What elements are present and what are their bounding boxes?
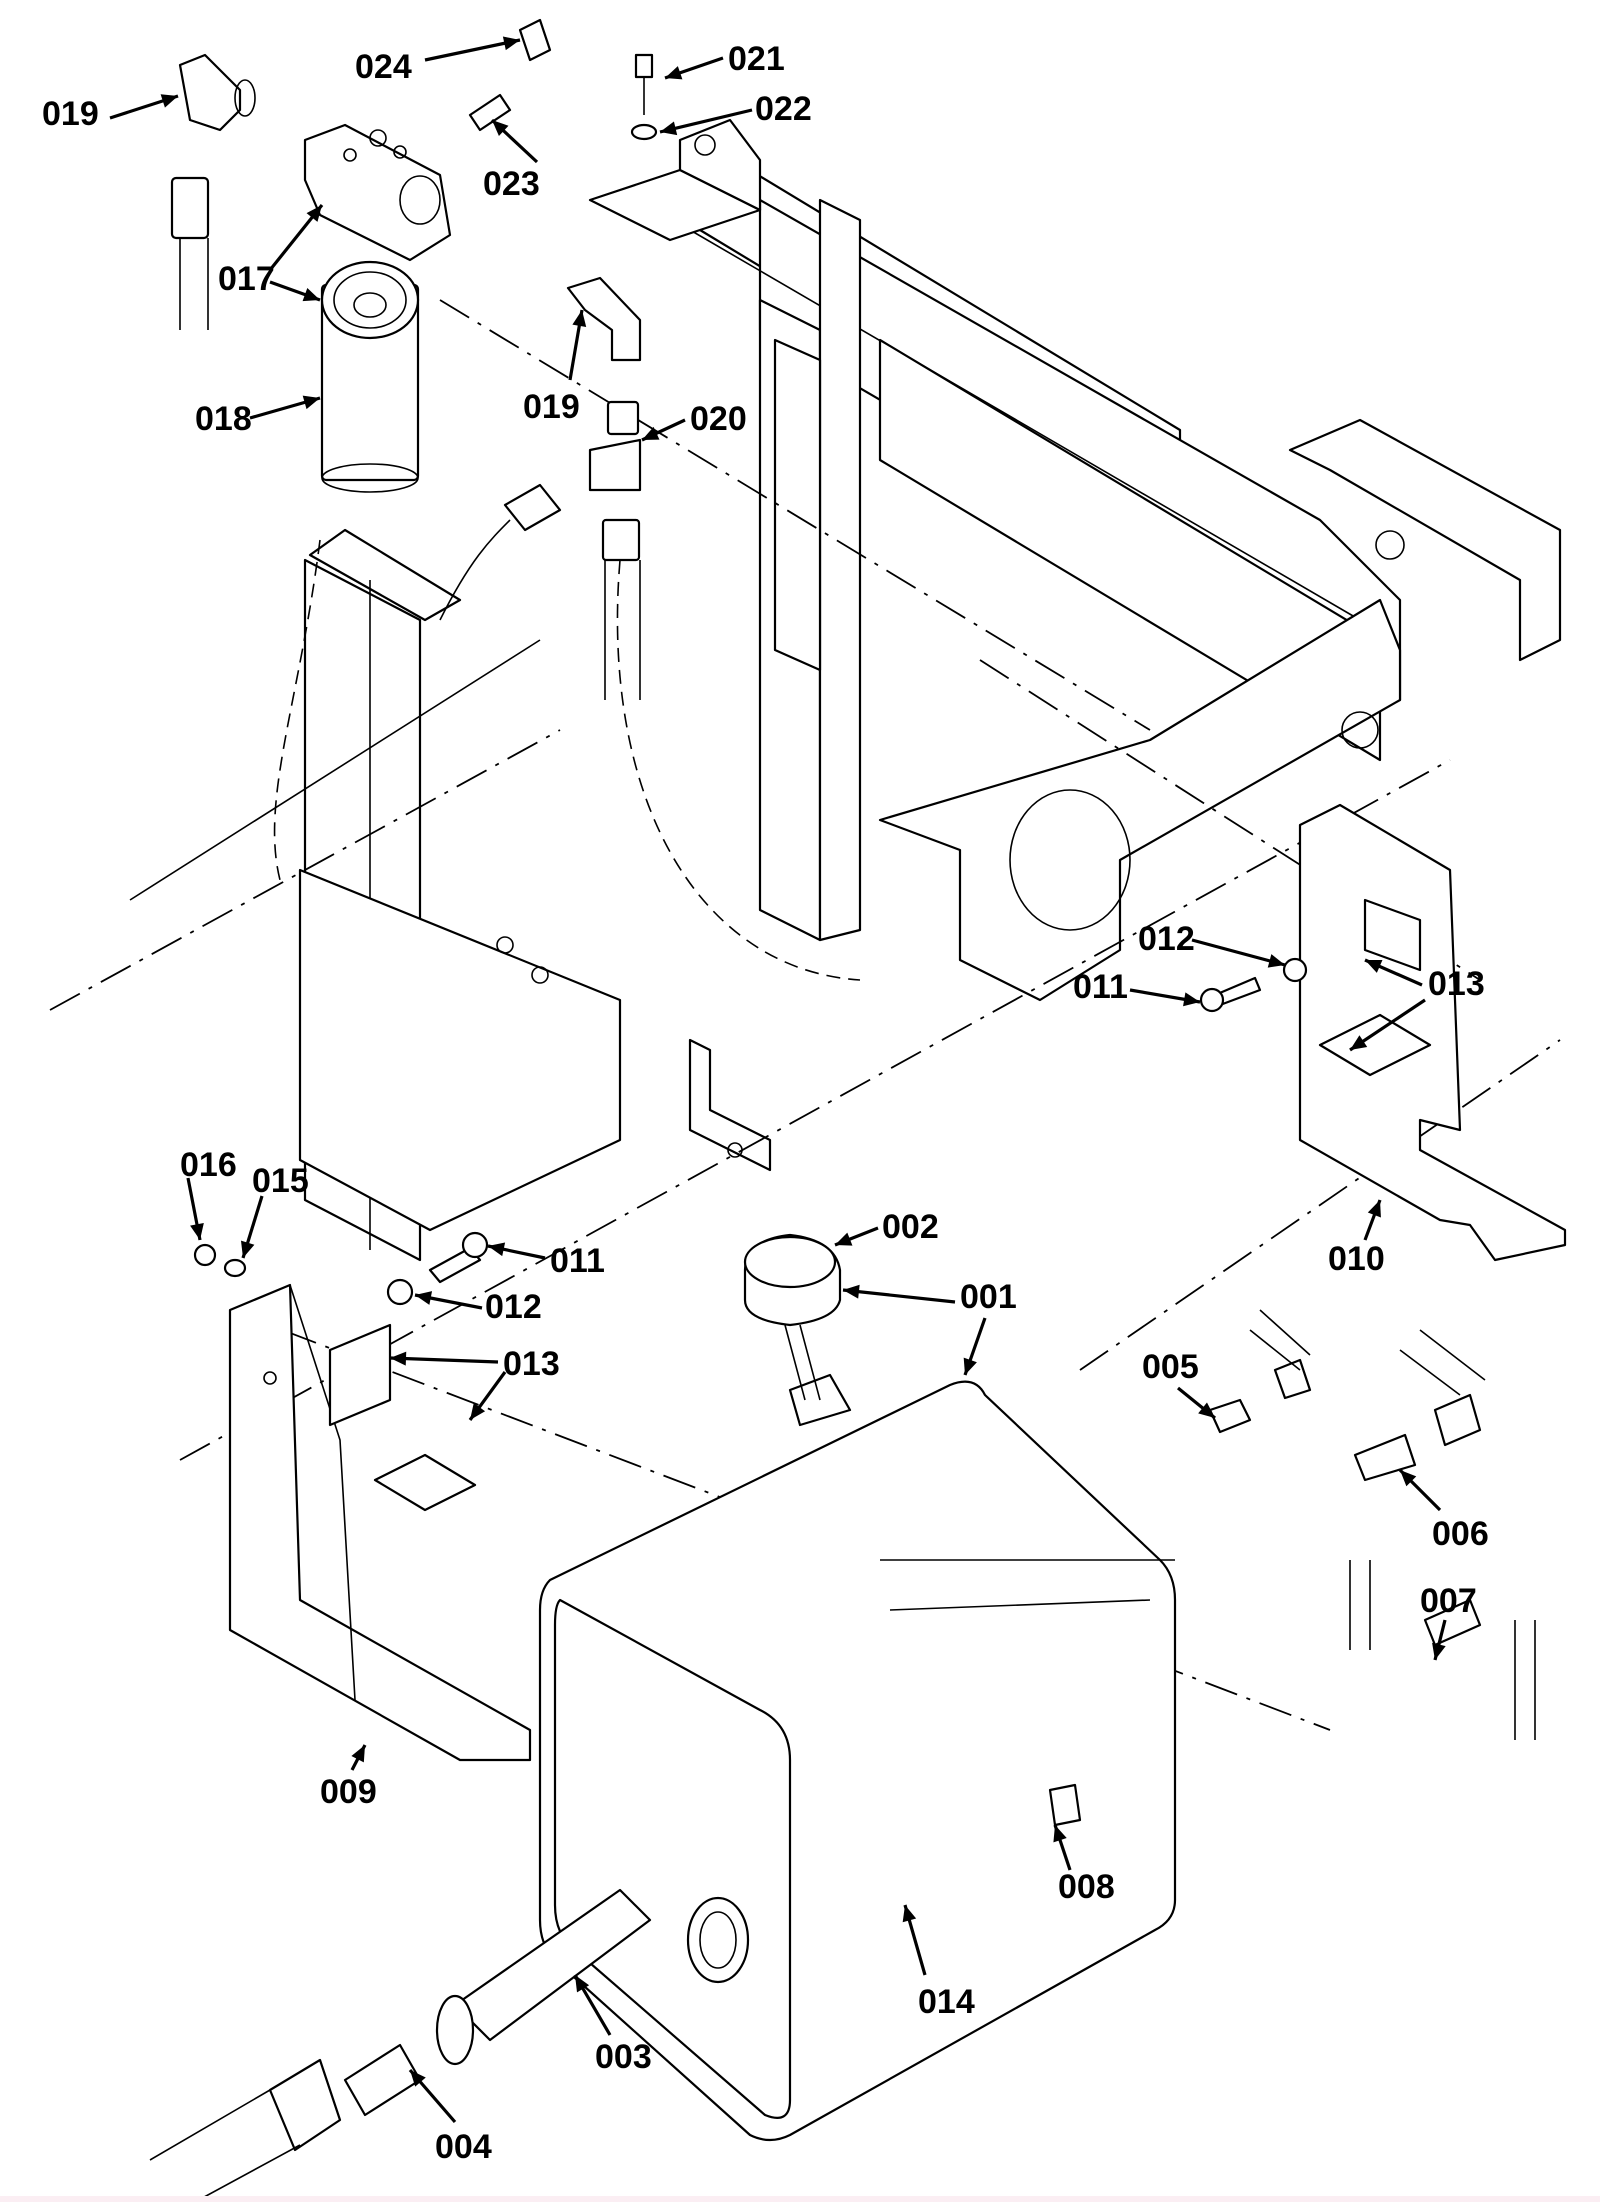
leader-lines: [109, 36, 1447, 2124]
right-bracket: [1298, 803, 1567, 1262]
callout-022: 022: [755, 90, 812, 128]
arrowhead-icon: [410, 2070, 426, 2087]
arrowhead-icon: [390, 1351, 407, 1366]
hose-fitting: [149, 2043, 422, 2202]
right-hardware: [1199, 957, 1308, 1013]
callout-024: 024: [355, 48, 412, 86]
leader-line-024: [424, 38, 521, 62]
leader-line-013l1: [389, 1356, 499, 1364]
elbow-fitting-top: [170, 53, 256, 330]
suction-strainer: [435, 1888, 652, 2066]
tee-fitting-hose: [439, 438, 642, 700]
arrowhead-icon: [190, 1222, 204, 1240]
arrowhead-icon: [843, 1284, 860, 1299]
arrowhead-icon: [351, 1745, 365, 1763]
arrowhead-icon: [1267, 954, 1285, 968]
arrowhead-icon: [660, 121, 678, 136]
arrowhead-icon: [665, 66, 683, 80]
callout-007: 007: [1420, 1582, 1477, 1620]
callout-019-top: 019: [42, 95, 99, 133]
footer-strip: [0, 2196, 1600, 2202]
leader-line-001b: [842, 1288, 956, 1304]
arrowhead-icon: [1350, 1035, 1368, 1050]
arrowhead-icon: [1198, 1402, 1215, 1418]
callout-013-right: 013: [1428, 965, 1485, 1003]
left-hardware: [193, 1231, 489, 1306]
arrowhead-icon: [1053, 1825, 1067, 1843]
arrowhead-icon: [835, 1232, 853, 1246]
callout-010: 010: [1328, 1240, 1385, 1278]
arrowhead-icon: [160, 94, 178, 108]
callout-015: 015: [252, 1162, 309, 1200]
callout-006: 006: [1432, 1515, 1489, 1553]
arrowhead-icon: [302, 395, 320, 410]
arrowhead-icon: [963, 1357, 977, 1375]
arrowhead-icon: [1400, 1470, 1417, 1487]
callout-011-right: 011: [1073, 968, 1128, 1006]
callout-019-mid: 019: [523, 388, 580, 426]
arrowhead-icon: [1183, 992, 1200, 1007]
side-fittings: [1048, 1309, 1536, 1827]
callout-labels: 001 002 003 004 005 006 007 008 009 010 …: [42, 40, 1489, 2166]
callout-003: 003: [595, 2038, 652, 2076]
arrowhead-icon: [1365, 960, 1383, 973]
callout-018: 018: [195, 400, 252, 438]
arrowhead-icon: [492, 120, 509, 137]
callout-005: 005: [1142, 1348, 1199, 1386]
callout-002: 002: [882, 1208, 939, 1246]
callout-020: 020: [690, 400, 747, 438]
callout-021: 021: [728, 40, 785, 78]
leader-line-012r: [1191, 938, 1286, 967]
arrowhead-icon: [306, 205, 322, 222]
small-hardware-top: [468, 18, 658, 141]
filler-cap: [743, 1233, 842, 1401]
filter-head: [303, 123, 452, 262]
callout-004: 004: [435, 2128, 492, 2166]
arrowhead-icon: [902, 1905, 917, 1923]
arrowhead-icon: [470, 1402, 486, 1420]
arrowhead-icon: [302, 287, 320, 302]
callout-017: 017: [218, 260, 275, 298]
arrowhead-icon: [572, 310, 587, 327]
left-bracket: [228, 1283, 532, 1762]
arrowhead-icon: [415, 1291, 433, 1305]
hydraulic-tank: [538, 1373, 1177, 2142]
arrowhead-icon: [1432, 1642, 1446, 1660]
chassis-frame: [49, 118, 1562, 1731]
callout-011-left: 011: [550, 1242, 605, 1280]
arrowhead-icon: [575, 1975, 590, 1993]
callout-009: 009: [320, 1773, 377, 1811]
elbow-fitting-mid: [566, 276, 642, 436]
callout-001: 001: [960, 1278, 1017, 1316]
arrowhead-icon: [488, 1242, 506, 1257]
callout-008: 008: [1058, 1868, 1115, 1906]
arrowhead-icon: [502, 36, 520, 51]
filter-cartridge: [320, 260, 420, 493]
arrowhead-icon: [1367, 1200, 1381, 1218]
callout-014: 014: [918, 1983, 975, 2021]
arrowhead-icon: [240, 1240, 255, 1258]
arrowhead-icon: [642, 426, 660, 440]
callout-023: 023: [483, 165, 540, 203]
callout-016: 016: [180, 1146, 237, 1184]
callout-012-left: 012: [485, 1288, 542, 1326]
callout-012-right: 012: [1138, 920, 1195, 958]
callout-013-left: 013: [503, 1345, 560, 1383]
